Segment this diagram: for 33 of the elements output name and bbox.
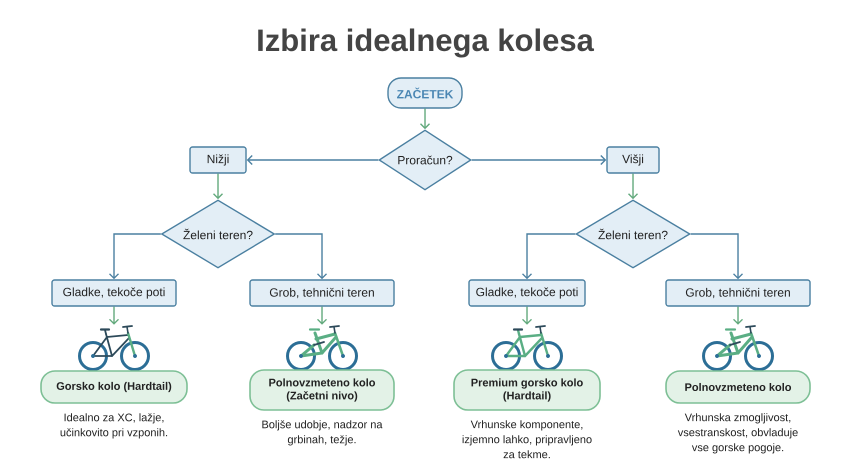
arrow xyxy=(522,306,532,325)
option-box: Grob, tehnični teren xyxy=(249,279,395,307)
bicycle-icon xyxy=(286,325,358,371)
arrow xyxy=(472,155,606,165)
start-terminal: ZAČETEK xyxy=(387,77,463,109)
arrow xyxy=(317,306,327,325)
description-text: Vrhunske komponente, izjemno lahko, pripravljeno za tekme. xyxy=(462,420,592,458)
arrow xyxy=(733,306,743,325)
result-box: Premium gorsko kolo (Hardtail) xyxy=(453,369,601,411)
arrow xyxy=(628,174,638,200)
arrow xyxy=(275,233,327,280)
arrow xyxy=(109,306,119,325)
option-box: Višji xyxy=(606,146,660,174)
description-text: Vrhunska zmogljivost, vsestranskost, obvladuje vse gorske pogoje. xyxy=(678,413,798,454)
result-box: Gorsko kolo (Hardtail) xyxy=(40,370,188,404)
option-box: Gladke, tekoče poti xyxy=(468,279,586,307)
bicycle-icon xyxy=(702,325,774,371)
arrow xyxy=(246,155,378,165)
arrow xyxy=(420,108,430,130)
bicycle-icon xyxy=(78,325,150,371)
arrow xyxy=(522,233,576,280)
description-text: Idealno za XC, lažje, učinkovito pri vzponih. xyxy=(60,413,168,438)
option-box: Gladke, tekoče poti xyxy=(51,279,177,307)
description-text: Boljše udobje, nadzor na grbinah, težje. xyxy=(262,420,383,446)
arrow xyxy=(690,233,743,280)
option-box: Nižji xyxy=(189,146,247,174)
option-box: Grob, tehnični teren xyxy=(665,279,811,307)
arrow xyxy=(109,233,161,280)
result-box: Polnovzmeteno kolo (Začetni nivo) xyxy=(249,369,395,411)
bicycle-icon xyxy=(491,325,563,371)
title: Izbira idealnega kolesa xyxy=(258,28,594,58)
arrow xyxy=(213,174,223,200)
result-box: Polnovzmeteno kolo xyxy=(665,370,811,404)
